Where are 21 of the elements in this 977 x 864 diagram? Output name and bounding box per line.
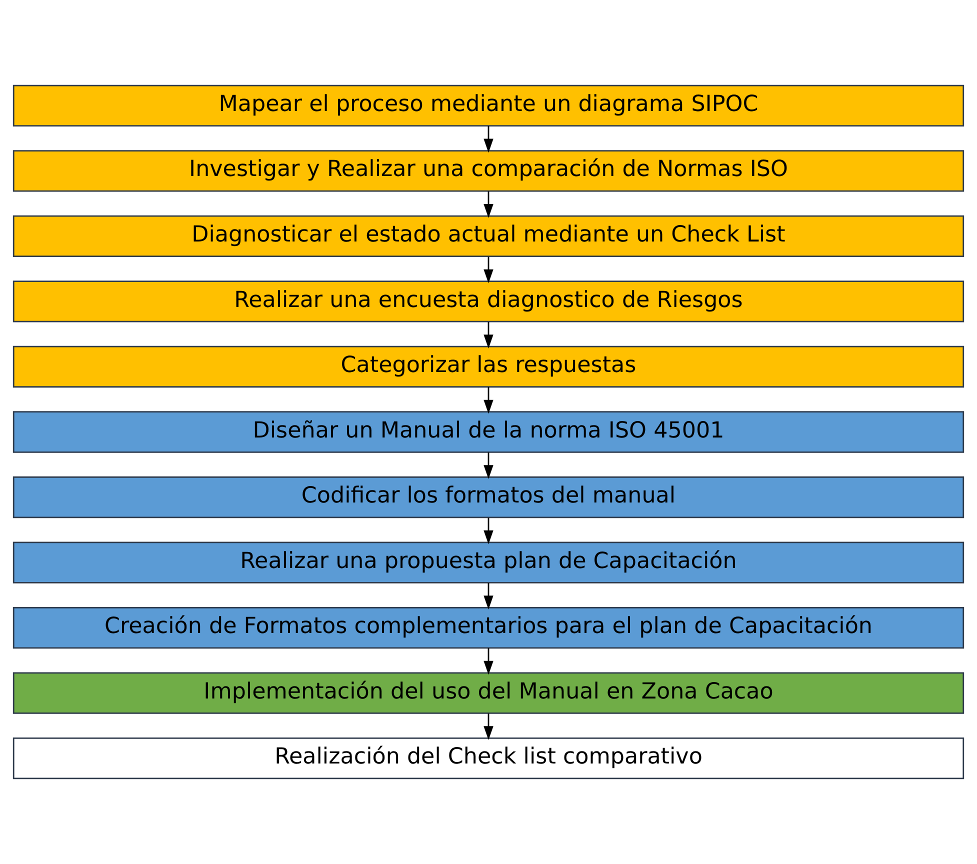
node-box: Creación de Formatos complementarios para el plan de Capacitación <box>12 606 964 649</box>
node-box: Investigar y Realizar una comparación de Normas ISO <box>12 150 964 192</box>
arrow <box>484 583 494 610</box>
node-box: Mapear el proceso mediante un diagrama SIPOC <box>12 84 964 127</box>
node-box: Realizar una propuesta plan de Capacitación <box>12 542 964 584</box>
arrow <box>484 648 494 675</box>
node-box: Realizar una encuesta diagnostico de Riesgos <box>12 280 964 322</box>
node-box: Realización del Check list comparativo <box>12 737 964 780</box>
arrow <box>484 191 494 218</box>
arrow <box>484 387 494 414</box>
arrow <box>484 126 494 153</box>
node-box: Diagnosticar el estado actual mediante un Check List <box>12 215 964 258</box>
arrow <box>484 518 494 544</box>
arrow <box>484 452 494 479</box>
arrow <box>484 714 494 740</box>
node-box: Codificar los formatos del manual <box>12 476 964 518</box>
arrow <box>484 322 494 348</box>
node-box: Diseñar un Manual de la norma ISO 45001 <box>12 411 964 453</box>
node-box: Categorizar las respuestas <box>12 346 964 388</box>
arrow <box>484 256 494 284</box>
node-box: Implementación del uso del Manual en Zona Cacao <box>12 672 964 714</box>
